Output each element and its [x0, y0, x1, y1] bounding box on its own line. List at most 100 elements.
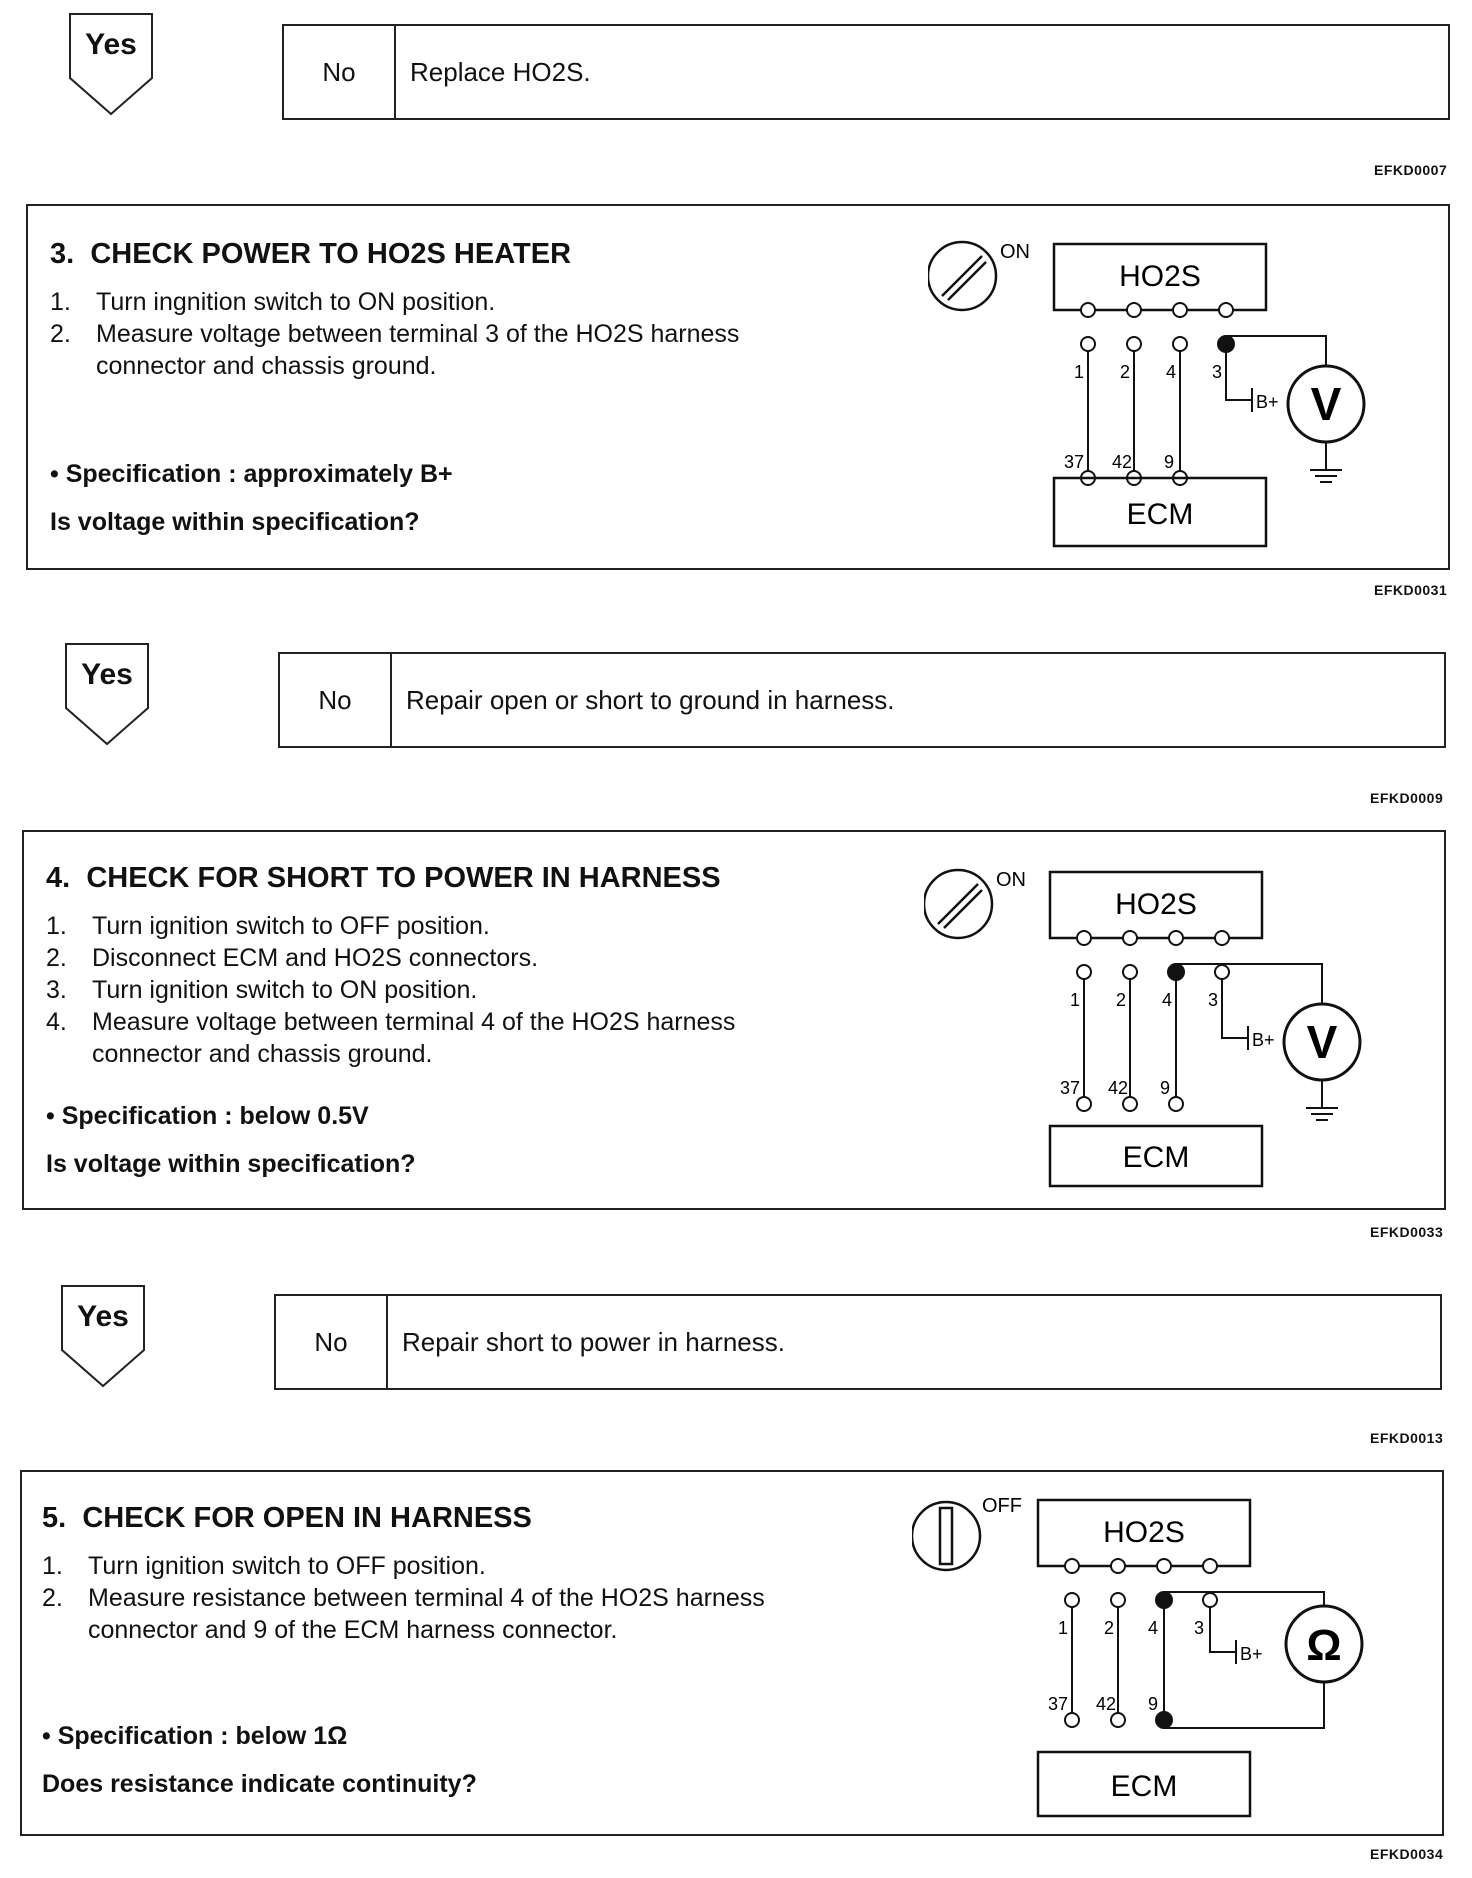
list-item: 1.Turn ignition switch to OFF position. — [46, 912, 490, 940]
svg-text:37: 37 — [1048, 1694, 1068, 1714]
step-number: 5. — [42, 1502, 67, 1534]
figure-code: EFKD0034 — [1370, 1846, 1444, 1862]
no-result-box: No Repair open or short to ground in har… — [278, 652, 1446, 748]
ecm-connector — [1052, 476, 1268, 548]
yes-arrow-badge: Yes — [60, 1284, 146, 1388]
list-item: 3.Turn ignition switch to ON position. — [46, 976, 478, 1004]
svg-text:37: 37 — [1060, 1078, 1080, 1098]
step-box: 3. CHECK POWER TO HO2S HEATER 1.Turn ing… — [26, 204, 1450, 570]
sensor-label: HO2S — [1115, 888, 1197, 921]
meter-symbol: Ω — [1306, 1621, 1341, 1670]
list-item: 2.Measure resistance between terminal 4 … — [42, 1584, 765, 1644]
no-action-text: Replace HO2S. — [410, 56, 591, 87]
svg-text:9: 9 — [1148, 1694, 1158, 1714]
list-item: 2.Measure voltage between terminal 3 of … — [50, 320, 740, 380]
step-box: 4. CHECK FOR SHORT TO POWER IN HARNESS 1… — [22, 830, 1446, 1210]
svg-text:4: 4 — [1166, 362, 1176, 382]
no-action-text: Repair short to power in harness. — [402, 1326, 785, 1357]
svg-text:42: 42 — [1112, 452, 1132, 472]
down-arrow-pentagon-icon — [65, 643, 149, 746]
svg-text:2: 2 — [1120, 362, 1130, 382]
step-instructions: 1.Turn ignition switch to OFF position. … — [42, 1550, 842, 1646]
svg-text:3: 3 — [1212, 362, 1222, 382]
ecm-connector — [1036, 1750, 1252, 1818]
step-instructions: 1.Turn ignition switch to OFF position. … — [46, 910, 836, 1070]
figure-code: EFKD0009 — [1370, 790, 1444, 806]
yes-arrow-badge: Yes — [64, 642, 150, 746]
step-title-text: CHECK POWER TO HO2S HEATER — [90, 238, 572, 270]
ignition-switch-icon — [912, 1500, 982, 1572]
step-title: 5. CHECK FOR OPEN IN HARNESS — [42, 1502, 532, 1535]
figure-code: EFKD0007 — [1374, 162, 1448, 178]
svg-text:42: 42 — [1096, 1694, 1116, 1714]
question: Does resistance indicate continuity? — [42, 1770, 477, 1798]
svg-text:3: 3 — [1208, 990, 1218, 1010]
step-number: 4. — [46, 862, 71, 894]
svg-text:4: 4 — [1148, 1618, 1158, 1638]
sensor-label: HO2S — [1103, 1516, 1185, 1549]
svg-text:2: 2 — [1116, 990, 1126, 1010]
svg-text:42: 42 — [1108, 1078, 1128, 1098]
no-label: No — [284, 26, 396, 118]
list-item: 4.Measure voltage between terminal 4 of … — [46, 1008, 736, 1068]
svg-text:37: 37 — [1064, 452, 1084, 472]
sensor-label: HO2S — [1119, 260, 1201, 293]
figure-code: EFKD0033 — [1370, 1224, 1444, 1240]
ground-icon — [1310, 469, 1342, 483]
no-result-box: No Repair short to power in harness. — [274, 1294, 1442, 1390]
list-item: 1.Turn ingnition switch to ON position. — [50, 288, 496, 316]
wiring-diagram: ON HO2S 1 2 4 3 B+ V — [928, 240, 1366, 548]
ecm-label: ECM — [1123, 1141, 1190, 1174]
svg-text:4: 4 — [1162, 990, 1172, 1010]
step-title: 3. CHECK POWER TO HO2S HEATER — [50, 238, 571, 271]
svg-text:1: 1 — [1058, 1618, 1068, 1638]
wiring-diagram: ON HO2S 1 2 4 3 B+ V 37 42 — [924, 868, 1362, 1188]
no-action-text: Repair open or short to ground in harnes… — [406, 684, 895, 715]
switch-label: ON — [1000, 241, 1030, 263]
meter-symbol: V — [1311, 378, 1342, 430]
ecm-label: ECM — [1127, 498, 1194, 531]
figure-code: EFKD0013 — [1370, 1430, 1444, 1446]
step-box: 5. CHECK FOR OPEN IN HARNESS 1.Turn igni… — [20, 1470, 1444, 1836]
figure-code: EFKD0031 — [1374, 582, 1448, 598]
svg-text:B+: B+ — [1252, 1030, 1275, 1050]
step-title-text: CHECK FOR SHORT TO POWER IN HARNESS — [86, 862, 721, 894]
svg-text:1: 1 — [1074, 362, 1084, 382]
list-item: 1.Turn ignition switch to OFF position. — [42, 1552, 486, 1580]
yes-label: Yes — [85, 28, 137, 61]
ecm-connector — [1048, 1124, 1264, 1188]
svg-text:B+: B+ — [1256, 392, 1279, 412]
yes-arrow-badge: Yes — [68, 12, 154, 116]
wiring-diagram: OFF HO2S 1 2 4 3 B+ Ω 37 42 9 ECM — [912, 1495, 1364, 1818]
no-label: No — [276, 1296, 388, 1388]
down-arrow-pentagon-icon — [69, 13, 153, 116]
switch-label: ON — [996, 869, 1026, 891]
step-number: 3. — [50, 238, 75, 270]
specification: • Specification : below 0.5V — [46, 1102, 369, 1130]
no-label: No — [280, 654, 392, 746]
step-instructions: 1.Turn ingnition switch to ON position. … — [50, 286, 840, 382]
meter-symbol: V — [1307, 1016, 1338, 1068]
yes-label: Yes — [81, 658, 133, 691]
question: Is voltage within specification? — [50, 508, 420, 536]
switch-label: OFF — [982, 1495, 1022, 1517]
specification: • Specification : approximately B+ — [50, 460, 453, 488]
svg-text:3: 3 — [1194, 1618, 1204, 1638]
yes-label: Yes — [77, 1300, 129, 1333]
ecm-label: ECM — [1111, 1770, 1178, 1803]
svg-text:B+: B+ — [1240, 1644, 1263, 1664]
svg-text:1: 1 — [1070, 990, 1080, 1010]
ground-icon — [1306, 1107, 1338, 1121]
step-title: 4. CHECK FOR SHORT TO POWER IN HARNESS — [46, 862, 721, 895]
ignition-switch-icon — [928, 240, 998, 312]
svg-text:2: 2 — [1104, 1618, 1114, 1638]
svg-text:9: 9 — [1160, 1078, 1170, 1098]
no-result-box: No Replace HO2S. — [282, 24, 1450, 120]
specification: • Specification : below 1Ω — [42, 1722, 348, 1750]
list-item: 2.Disconnect ECM and HO2S connectors. — [46, 944, 539, 972]
down-arrow-pentagon-icon — [61, 1285, 145, 1388]
ignition-switch-icon — [924, 868, 994, 940]
step-title-text: CHECK FOR OPEN IN HARNESS — [82, 1502, 532, 1534]
svg-text:9: 9 — [1164, 452, 1174, 472]
question: Is voltage within specification? — [46, 1150, 416, 1178]
